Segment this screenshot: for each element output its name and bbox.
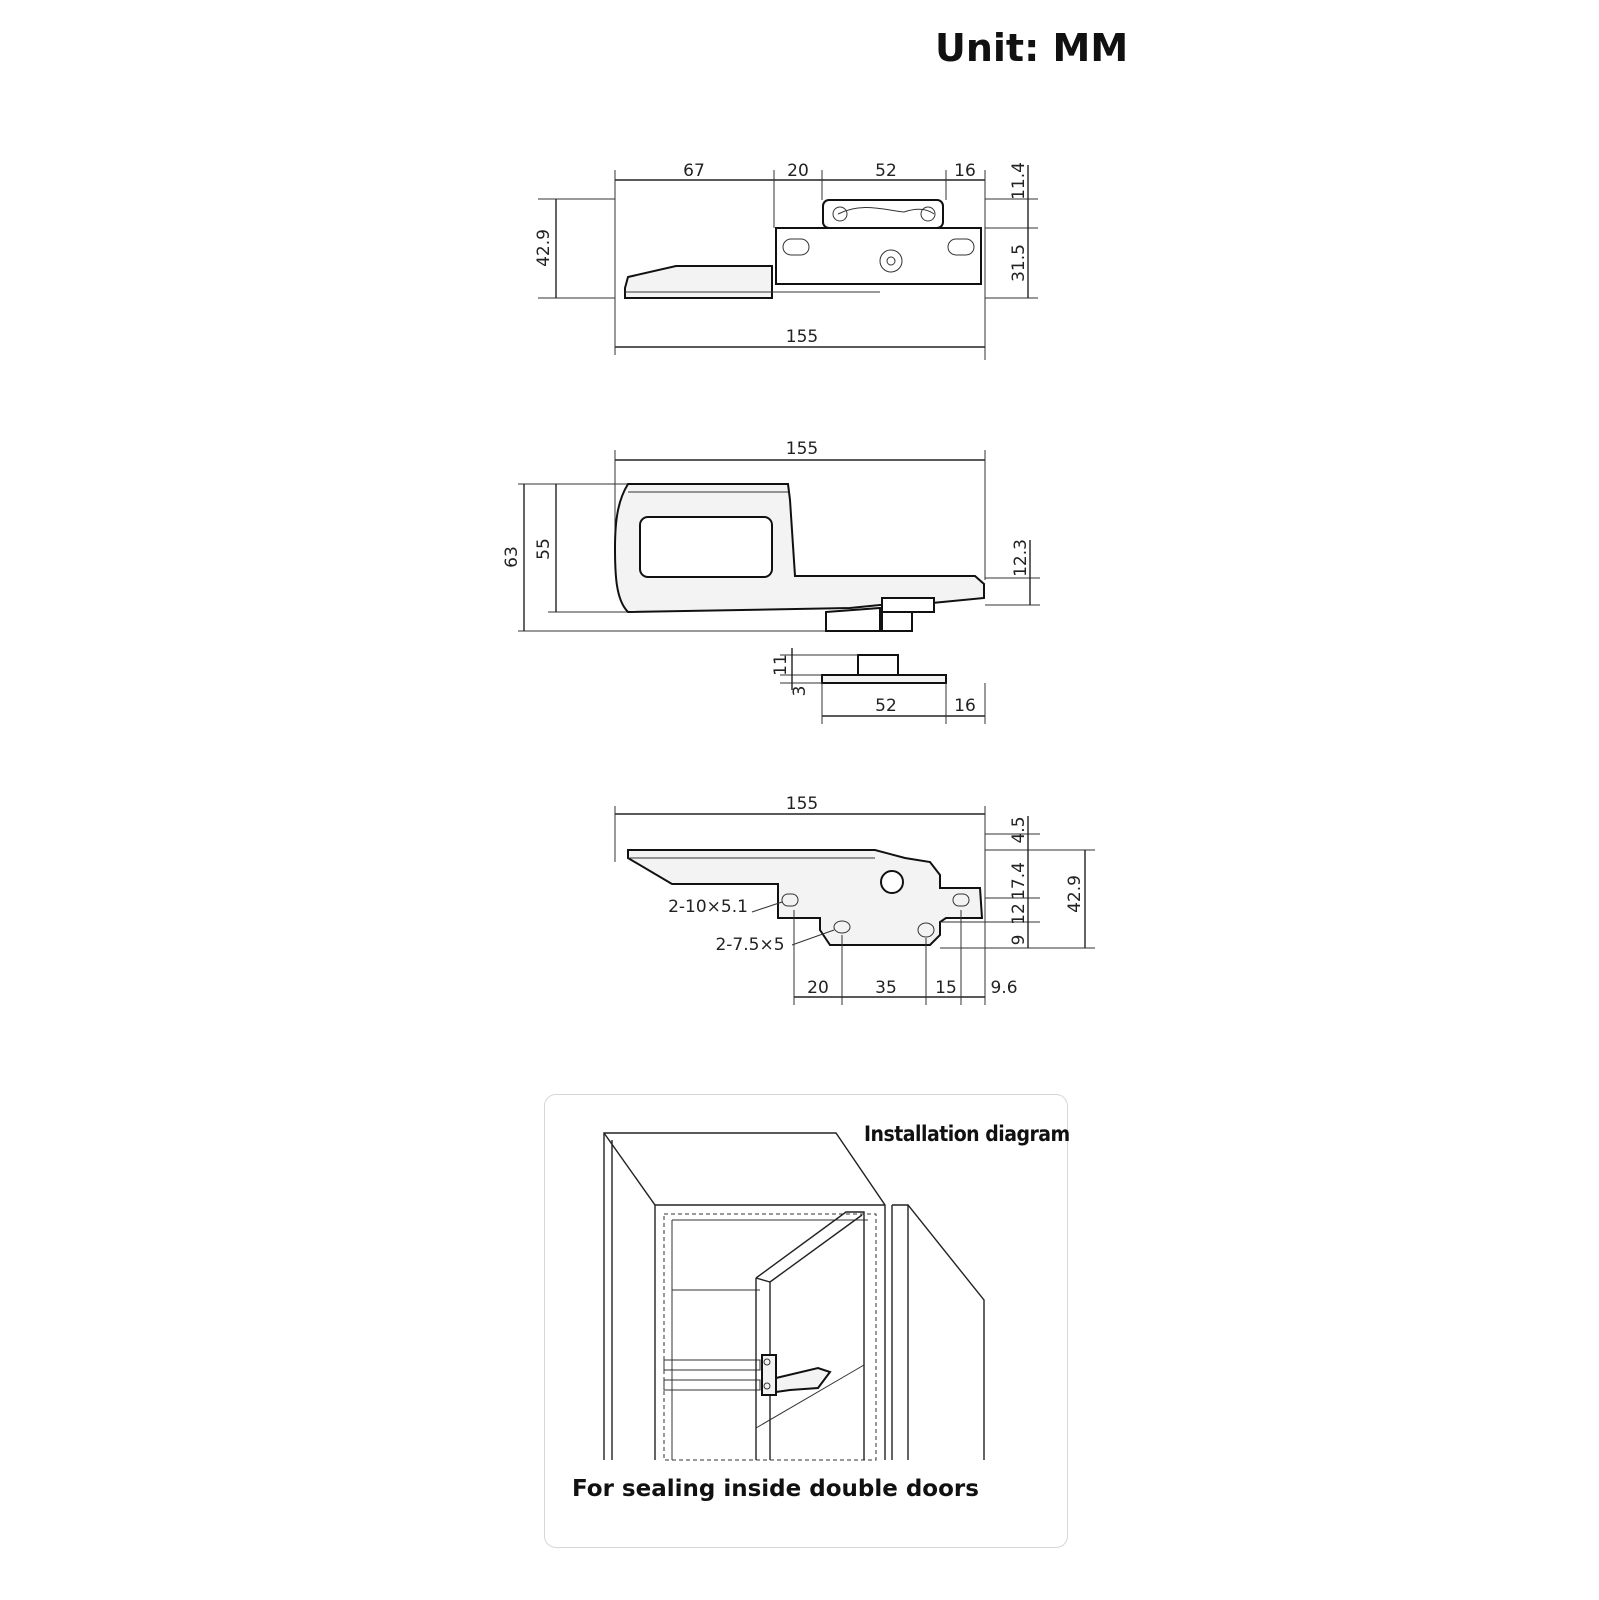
side-dim-63: 63	[502, 546, 522, 568]
side-dim-55: 55	[534, 538, 554, 560]
top-dim-20: 20	[787, 161, 809, 181]
side-dim-16: 16	[954, 696, 976, 716]
front-dim-9-6: 9.6	[990, 978, 1017, 998]
top-dim-52: 52	[875, 161, 897, 181]
front-dim-42-9-right: 42.9	[1065, 875, 1085, 913]
front-dim-15: 15	[935, 978, 957, 998]
front-dim-20: 20	[807, 978, 829, 998]
front-dim-155: 155	[786, 794, 818, 814]
unit-title: Unit: MM	[935, 26, 1129, 70]
top-dim-16: 16	[954, 161, 976, 181]
front-view: 155 2-10×5.1 2-7.5×5 4.5 17.4 12 9 42.9	[614, 794, 1095, 1005]
side-dim-52: 52	[875, 696, 897, 716]
front-hole-label-b: 2-7.5×5	[715, 935, 784, 955]
cabinet-illustration	[603, 1132, 985, 1461]
top-dim-155: 155	[786, 327, 818, 347]
installation-caption: For sealing inside double doors	[572, 1476, 979, 1502]
installation-panel	[544, 1094, 1068, 1548]
front-dim-9: 9	[1009, 935, 1029, 946]
side-dim-11: 11	[771, 654, 791, 676]
top-view: 67 20 52 16 42.9 11.4 31.5 155	[534, 161, 1038, 360]
front-dim-35: 35	[875, 978, 897, 998]
top-dim-31-5: 31.5	[1009, 244, 1029, 282]
installation-title: Installation diagram	[864, 1122, 1070, 1146]
side-dim-155: 155	[786, 439, 818, 459]
front-dim-4-5: 4.5	[1009, 816, 1029, 843]
front-dim-12: 12	[1009, 903, 1029, 925]
front-hole-label-a: 2-10×5.1	[668, 897, 748, 917]
side-dim-3: 3	[790, 686, 810, 697]
top-dim-11-4: 11.4	[1009, 162, 1029, 200]
front-dim-17-4: 17.4	[1009, 862, 1029, 900]
top-dim-67: 67	[683, 161, 705, 181]
side-dim-12-3: 12.3	[1011, 539, 1031, 577]
top-dim-42-9-left: 42.9	[534, 229, 554, 267]
side-view: 155 63 55 12.3 11 3 52 16	[502, 439, 1040, 724]
